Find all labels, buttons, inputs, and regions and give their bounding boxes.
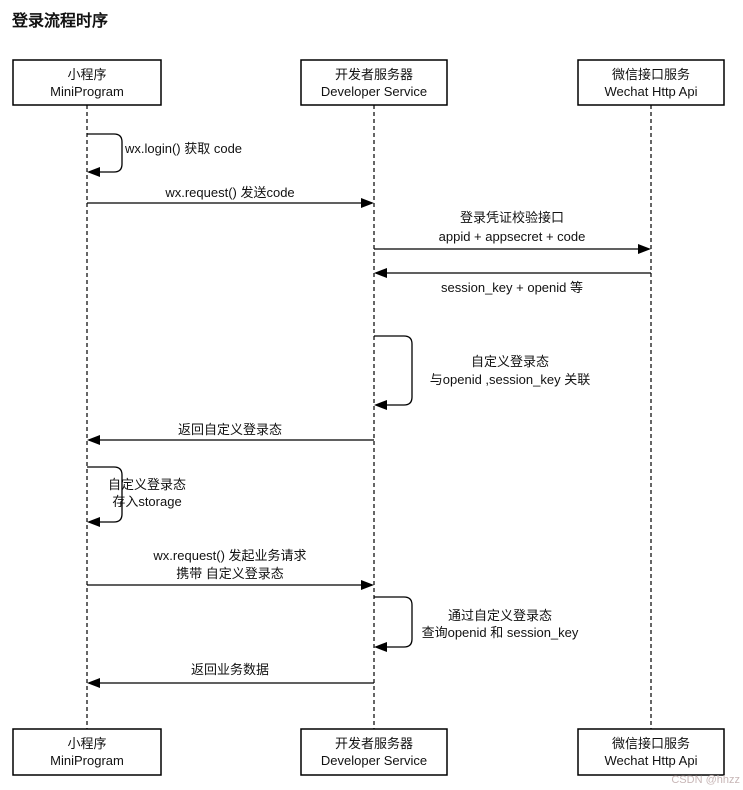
- arrowhead-right-icon: [361, 198, 374, 208]
- message-label-line2: 携带 自定义登录态: [176, 566, 284, 581]
- actor-label-cn: 开发者服务器: [335, 736, 413, 751]
- actor-box: [577, 728, 725, 776]
- actor-label-en: MiniProgram: [50, 753, 124, 768]
- message-label-line2: 存入storage: [112, 494, 181, 509]
- message-business-request: wx.request() 发起业务请求 携带 自定义登录态: [87, 548, 374, 590]
- actor-bottom-developer-service: 开发者服务器 Developer Service: [300, 728, 448, 776]
- self-loop-path: [87, 466, 123, 523]
- actor-label-cn: 微信接口服务: [612, 736, 690, 751]
- message-self-custom-login-state: 自定义登录态 与openid ,session_key 关联: [374, 335, 590, 410]
- message-label-line1: wx.request() 发起业务请求: [152, 548, 306, 563]
- actor-box: [300, 59, 448, 106]
- message-label: session_key + openid 等: [441, 280, 583, 295]
- message-self-query-openid: 通过自定义登录态 查询openid 和 session_key: [374, 596, 579, 652]
- message-label-line1: 通过自定义登录态: [448, 608, 552, 623]
- arrowhead-right-icon: [361, 580, 374, 590]
- diagram-title: 登录流程时序: [11, 11, 108, 30]
- actor-top-wechat-http-api: 微信接口服务 Wechat Http Api: [577, 59, 725, 106]
- message-session-key-return: session_key + openid 等: [374, 268, 651, 295]
- actor-box: [12, 59, 162, 106]
- actor-label-cn: 小程序: [67, 67, 106, 82]
- message-label-line1: 登录凭证校验接口: [460, 210, 564, 225]
- message-label: wx.login() 获取 code: [124, 141, 242, 156]
- actor-label-cn: 开发者服务器: [335, 67, 413, 82]
- arrowhead-left-icon: [87, 167, 100, 177]
- actor-top-miniprogram: 小程序 MiniProgram: [12, 59, 162, 106]
- message-label: 返回自定义登录态: [178, 422, 282, 437]
- message-send-code: wx.request() 发送code: [87, 185, 374, 208]
- message-label: 返回业务数据: [191, 662, 269, 677]
- actor-box: [12, 728, 162, 776]
- arrowhead-left-icon: [87, 517, 100, 527]
- actor-box: [577, 59, 725, 106]
- actor-label-en: Wechat Http Api: [605, 753, 698, 768]
- arrowhead-left-icon: [87, 435, 100, 445]
- self-loop-path: [87, 133, 123, 173]
- message-self-wx-login: wx.login() 获取 code: [87, 133, 242, 177]
- actor-label-en: Wechat Http Api: [605, 84, 698, 99]
- self-loop-path: [374, 596, 413, 648]
- actor-label-cn: 微信接口服务: [612, 67, 690, 82]
- message-label-line1: 自定义登录态: [108, 477, 186, 492]
- watermark: CSDN @hhzz: [671, 774, 740, 786]
- actor-bottom-wechat-http-api: 微信接口服务 Wechat Http Api: [577, 728, 725, 776]
- actor-label-cn: 小程序: [67, 736, 106, 751]
- message-label-line2: 查询openid 和 session_key: [422, 625, 579, 640]
- self-loop-path: [374, 335, 413, 406]
- arrowhead-left-icon: [374, 400, 387, 410]
- message-code2session: 登录凭证校验接口 appid + appsecret + code: [374, 210, 651, 254]
- message-label-line2: 与openid ,session_key 关联: [430, 372, 590, 387]
- message-label: wx.request() 发送code: [164, 185, 294, 200]
- actor-label-en: Developer Service: [321, 753, 427, 768]
- actor-top-developer-service: 开发者服务器 Developer Service: [300, 59, 448, 106]
- message-return-business-data: 返回业务数据: [87, 662, 374, 688]
- message-label-line1: 自定义登录态: [471, 354, 549, 369]
- actor-label-en: MiniProgram: [50, 84, 124, 99]
- message-return-custom-login-state: 返回自定义登录态: [87, 422, 374, 445]
- actor-label-en: Developer Service: [321, 84, 427, 99]
- message-self-store-storage: 自定义登录态 存入storage: [87, 466, 186, 527]
- arrowhead-left-icon: [87, 678, 100, 688]
- arrowhead-right-icon: [638, 244, 651, 254]
- arrowhead-left-icon: [374, 642, 387, 652]
- actor-box: [300, 728, 448, 776]
- arrowhead-left-icon: [374, 268, 387, 278]
- message-label-line2: appid + appsecret + code: [439, 229, 586, 244]
- actor-bottom-miniprogram: 小程序 MiniProgram: [12, 728, 162, 776]
